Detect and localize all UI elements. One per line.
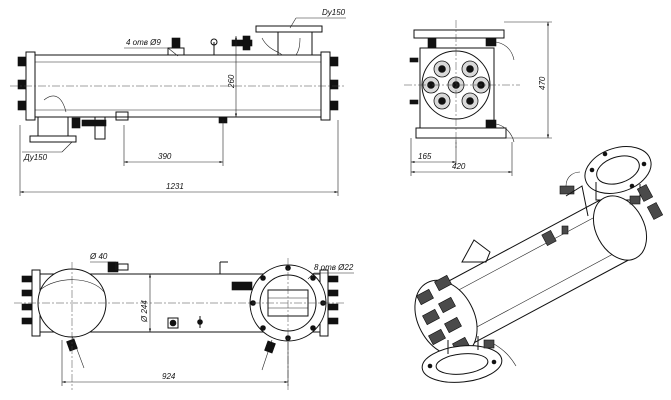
dim-height-mid: 260 bbox=[227, 74, 236, 89]
front-outlet-nozzle bbox=[255, 25, 323, 56]
label-holes-top: 4 отв Ø9 bbox=[126, 38, 161, 47]
dim-offset: 165 bbox=[418, 152, 432, 161]
front-support-left bbox=[94, 116, 106, 140]
iso-inlet-flange bbox=[421, 336, 503, 383]
dim-total-length: 1231 bbox=[166, 182, 184, 191]
side-body bbox=[419, 47, 495, 129]
front-lamp-bolts-right bbox=[329, 56, 339, 111]
front-inlet-nozzle bbox=[29, 95, 77, 143]
label-outlet-diameter: Dy150 bbox=[322, 8, 346, 17]
isometric-view bbox=[414, 146, 664, 383]
iso-fittings bbox=[461, 171, 641, 367]
dim-support-distance: 390 bbox=[158, 152, 172, 161]
front-top-fittings bbox=[167, 35, 253, 56]
side-base-plate bbox=[415, 127, 507, 139]
dim-body-diameter: Ø 244 bbox=[140, 300, 149, 323]
label-inlet-diameter: Ду150 bbox=[23, 153, 48, 162]
dim-flange-length: 924 bbox=[162, 372, 176, 381]
front-lamp-bolts-left bbox=[17, 56, 27, 111]
dim-base-width: 420 bbox=[452, 162, 466, 171]
top-fittings bbox=[66, 261, 276, 371]
iso-end-cap-right bbox=[592, 195, 648, 261]
front-view: 1231 390 260 4 отв Ø9 Dy150 Ду150 bbox=[10, 8, 346, 196]
label-small-diameter: Ø 40 bbox=[89, 252, 108, 261]
iso-outlet-flange bbox=[584, 146, 652, 201]
iso-lamp-heads bbox=[416, 274, 470, 354]
top-lamp-bolts-right bbox=[327, 275, 339, 325]
side-view: 470 165 420 bbox=[404, 20, 552, 176]
top-view: 924 Ø 244 Ø 40 8 отв Ø22 bbox=[14, 252, 354, 390]
label-holes-flange: 8 отв Ø22 bbox=[314, 263, 354, 272]
dim-height-total: 470 bbox=[538, 76, 547, 90]
side-top-flange bbox=[413, 29, 505, 39]
side-fittings bbox=[409, 37, 515, 143]
top-lamp-bolts-left bbox=[21, 275, 33, 325]
